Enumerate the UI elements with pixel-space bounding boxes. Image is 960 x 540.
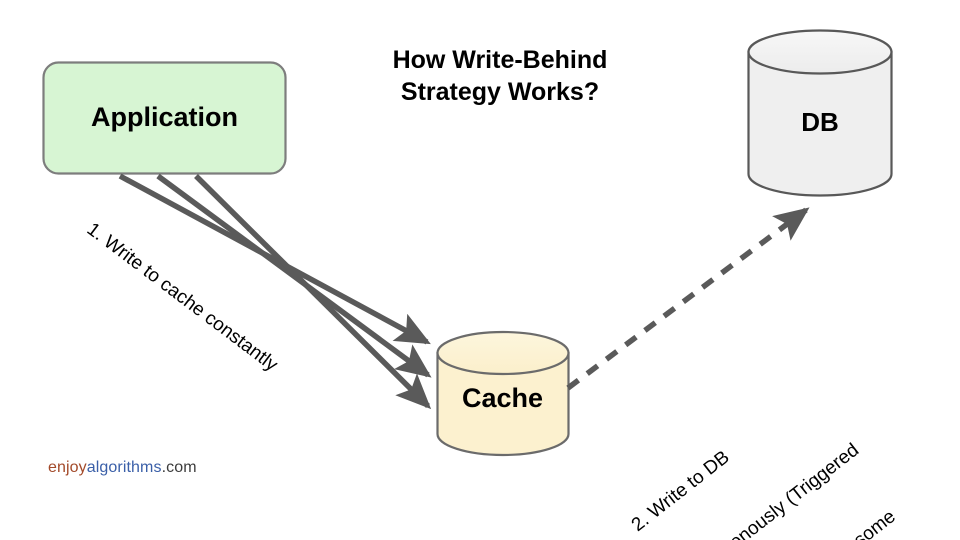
- db-node-shape[interactable]: [747, 29, 893, 197]
- edge-cache-to-db-line: [566, 207, 810, 391]
- cache-node-shape[interactable]: [436, 330, 570, 457]
- watermark-part-domain: .com: [161, 459, 197, 476]
- application-node-shape[interactable]: [42, 61, 287, 175]
- page-title-line-2: Strategy Works?: [400, 78, 600, 106]
- page-title-line-1: How Write-Behind: [392, 46, 608, 74]
- watermark: enjoyalgorithms.com: [48, 459, 197, 477]
- watermark-part-algorithms: algorithms: [86, 459, 162, 476]
- watermark-part-enjoy: enjoy: [48, 459, 87, 476]
- edge-app-to-cache-line-3: [194, 174, 432, 410]
- page-title: How Write-Behind Strategy Works?: [330, 44, 670, 108]
